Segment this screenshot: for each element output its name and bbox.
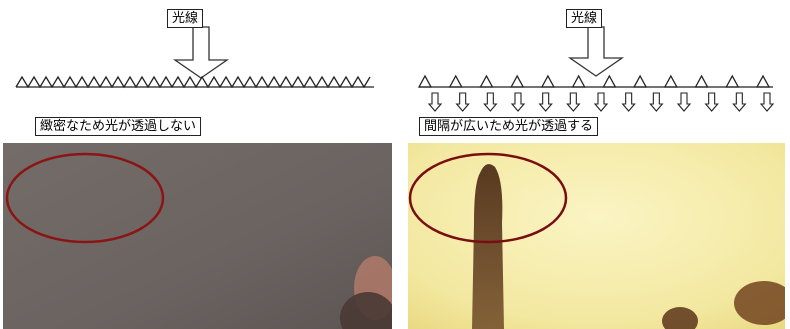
highlight-circle <box>408 152 568 244</box>
transmitted-light-arrows <box>427 92 775 112</box>
caption-not-transmitted: 緻密なため光が透過しない <box>35 117 202 136</box>
mesh-triangle <box>571 74 586 88</box>
mesh-triangle <box>694 74 709 88</box>
mesh-triangle <box>510 74 525 88</box>
dense-mesh-photo-image <box>3 143 392 329</box>
mesh-triangle <box>540 74 556 88</box>
transmitted-arrow-icon <box>649 92 664 112</box>
caption-transmitted: 間隔が広いため光が透過する <box>419 117 599 136</box>
light-label: 光線 <box>167 9 204 28</box>
mesh-triangle <box>663 74 678 88</box>
mesh-triangle <box>725 74 740 88</box>
transmitted-arrow-icon <box>704 92 719 112</box>
transmitted-arrow-icon <box>427 92 443 112</box>
sparse-mesh-diagram <box>417 26 775 112</box>
transmitted-arrow-icon <box>483 92 498 112</box>
mesh-triangle <box>417 74 433 88</box>
sparse-mesh-photo-image <box>408 143 785 329</box>
light-arrow-icon <box>172 26 230 79</box>
transmitted-arrow-icon <box>455 92 470 112</box>
mesh-triangle <box>632 74 648 88</box>
transmitted-arrow-icon <box>732 92 747 112</box>
right-panel: 光線 間隔が広いため光が透過する <box>395 0 790 329</box>
transmitted-arrow-icon <box>621 92 636 112</box>
dense-mesh-photo <box>3 143 392 329</box>
transmitted-arrow-icon <box>538 92 553 112</box>
transmitted-arrow-icon <box>510 92 526 112</box>
highlight-circle <box>5 152 165 244</box>
transmitted-arrow-icon <box>566 92 581 112</box>
left-panel: 光線 緻密なため光が透過しない <box>3 9 392 329</box>
transmitted-arrow-icon <box>759 92 775 112</box>
dense-mesh-diagram <box>15 26 374 89</box>
mesh-triangle <box>448 74 463 88</box>
light-arrow-icon <box>567 26 625 77</box>
sparse-mesh-triangles <box>417 74 771 88</box>
light-label: 光線 <box>566 9 603 28</box>
mesh-triangle <box>479 74 494 88</box>
transmitted-arrow-icon <box>676 92 692 112</box>
transmitted-arrow-icon <box>593 92 609 112</box>
mesh-triangle <box>602 74 617 88</box>
mesh-triangle <box>755 74 771 88</box>
dense-mesh-zigzag <box>15 75 371 89</box>
sparse-mesh-photo <box>408 143 785 329</box>
